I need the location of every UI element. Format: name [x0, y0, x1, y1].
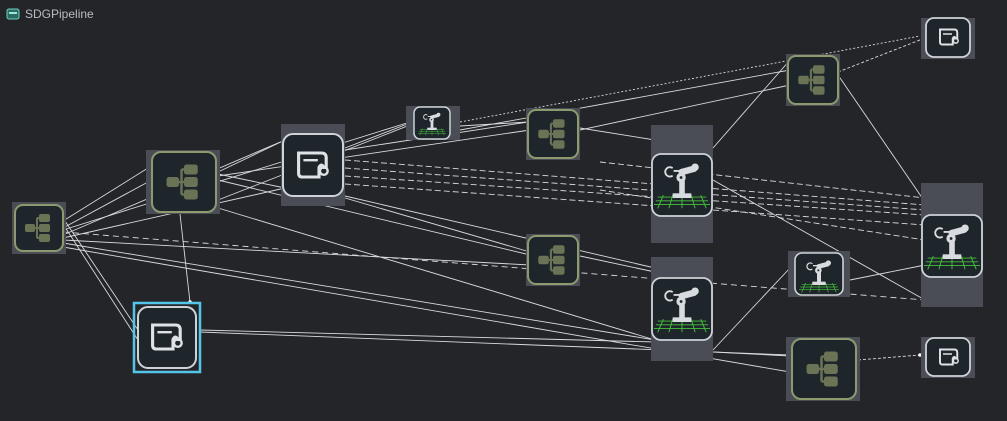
node-robot-small-1[interactable] — [406, 106, 460, 140]
node-tree-1[interactable] — [12, 202, 66, 254]
node-writer-1[interactable] — [281, 124, 345, 206]
node-tree-4[interactable] — [526, 234, 580, 286]
edges — [62, 35, 926, 373]
node-tree-2[interactable] — [146, 150, 220, 214]
node-writer-2[interactable] — [921, 17, 975, 59]
node-robot-3[interactable] — [921, 183, 983, 307]
graph-title-label: SDGPipeline — [25, 7, 94, 21]
node-writer-selected[interactable] — [132, 301, 202, 374]
node-tree-6[interactable] — [786, 337, 860, 401]
node-tree-5[interactable] — [786, 54, 840, 106]
pipeline-graph-icon — [6, 8, 20, 20]
node-robot-1[interactable] — [651, 125, 713, 243]
node-robot-2[interactable] — [651, 257, 713, 361]
node-tree-3[interactable] — [526, 108, 580, 160]
node-writer-3[interactable] — [921, 337, 975, 378]
graph-title: SDGPipeline — [6, 7, 94, 21]
node-robot-small-2[interactable] — [788, 251, 850, 297]
